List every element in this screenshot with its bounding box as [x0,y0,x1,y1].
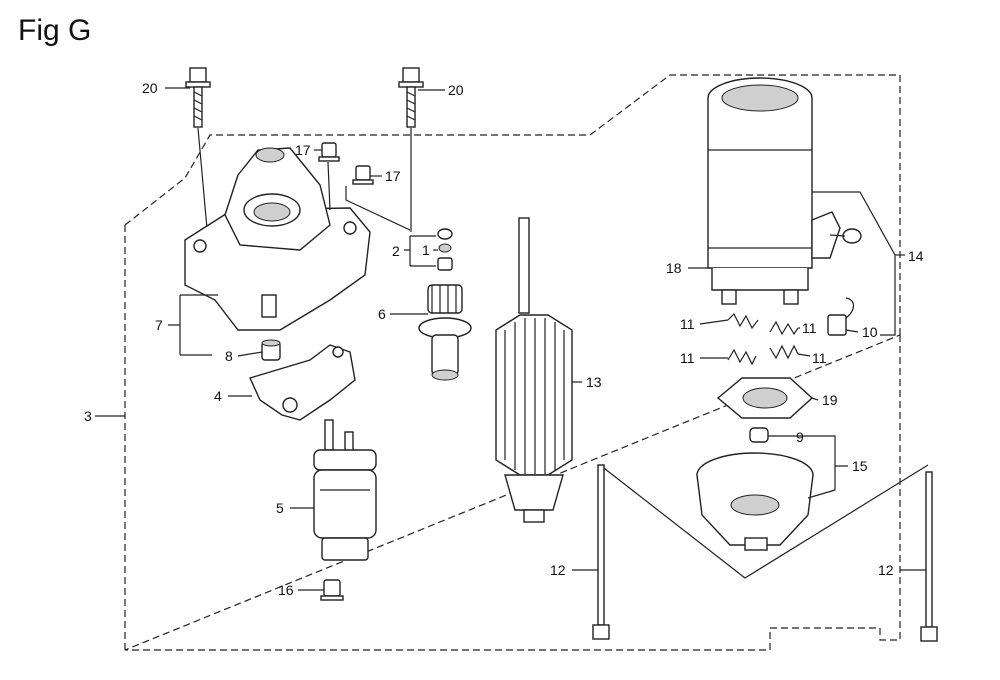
armature-13 [495,217,573,523]
bolt-20-left [185,67,211,128]
callout-20-right: 20 [448,82,464,98]
callout-8: 8 [225,348,233,364]
leader-2-bracket [404,235,436,267]
yoke-18 [707,77,862,305]
callout-17-left: 17 [295,142,311,158]
callout-9: 9 [796,429,804,445]
callout-20-left: 20 [142,80,158,96]
assembly-boundary [124,74,901,651]
spring-11-c [727,348,757,366]
leader-8 [237,351,263,357]
bolt-20-right [398,67,424,128]
through-bolt-12-right [920,471,938,642]
leader-10 [845,329,859,333]
callout-11-c: 11 [680,350,695,366]
callout-7: 7 [155,317,163,333]
callout-2: 2 [392,243,400,259]
callout-6: 6 [378,306,386,322]
brush-10 [827,297,855,336]
callout-18: 18 [666,260,682,276]
callout-13: 13 [586,374,602,390]
nut-17-axis [327,161,331,211]
callout-12-left: 12 [550,562,566,578]
nut-17-right [352,165,374,185]
bolt-20-left-axis [197,127,209,241]
callout-11-b: 11 [802,320,817,336]
through-bolt-12-left [592,464,610,640]
callout-14: 14 [908,248,924,264]
nut-17-left [318,142,340,162]
callout-4: 4 [214,388,222,404]
figure-title: Fig G [18,14,92,47]
cap-8 [261,339,281,361]
callout-15: 15 [852,458,868,474]
pinion-gear-6 [418,284,472,381]
front-housing-7 [184,147,371,331]
nut-17-leader [345,186,411,231]
bushing-9 [749,427,769,443]
spring-11-d [769,344,799,360]
shift-lever-4 [249,344,356,421]
callout-16: 16 [278,582,294,598]
callout-12-right: 12 [878,562,894,578]
callout-3: 3 [84,408,92,424]
callout-11-d: 11 [812,350,827,366]
callout-5: 5 [276,500,284,516]
callout-11-a: 11 [680,316,695,332]
spring-11-b [769,320,799,336]
leader-11-a [699,319,729,325]
solenoid-5 [313,419,377,561]
callout-17-right: 17 [385,168,401,184]
leader-15-bracket [792,435,848,499]
yoke-14-bracket [812,191,896,336]
callout-1: 1 [422,242,430,258]
leader-19 [811,397,819,401]
nut-washer-set-1-2 [437,228,453,271]
spring-11-a [727,312,759,330]
brush-holder-19 [716,377,814,419]
leader-11-d [797,353,811,357]
through-bolt-leader [599,464,929,579]
callout-10: 10 [862,324,878,340]
rear-cover-15 [696,452,814,551]
nut-16 [320,579,344,601]
callout-19: 19 [822,392,838,408]
leader-7-bracket [168,294,218,356]
